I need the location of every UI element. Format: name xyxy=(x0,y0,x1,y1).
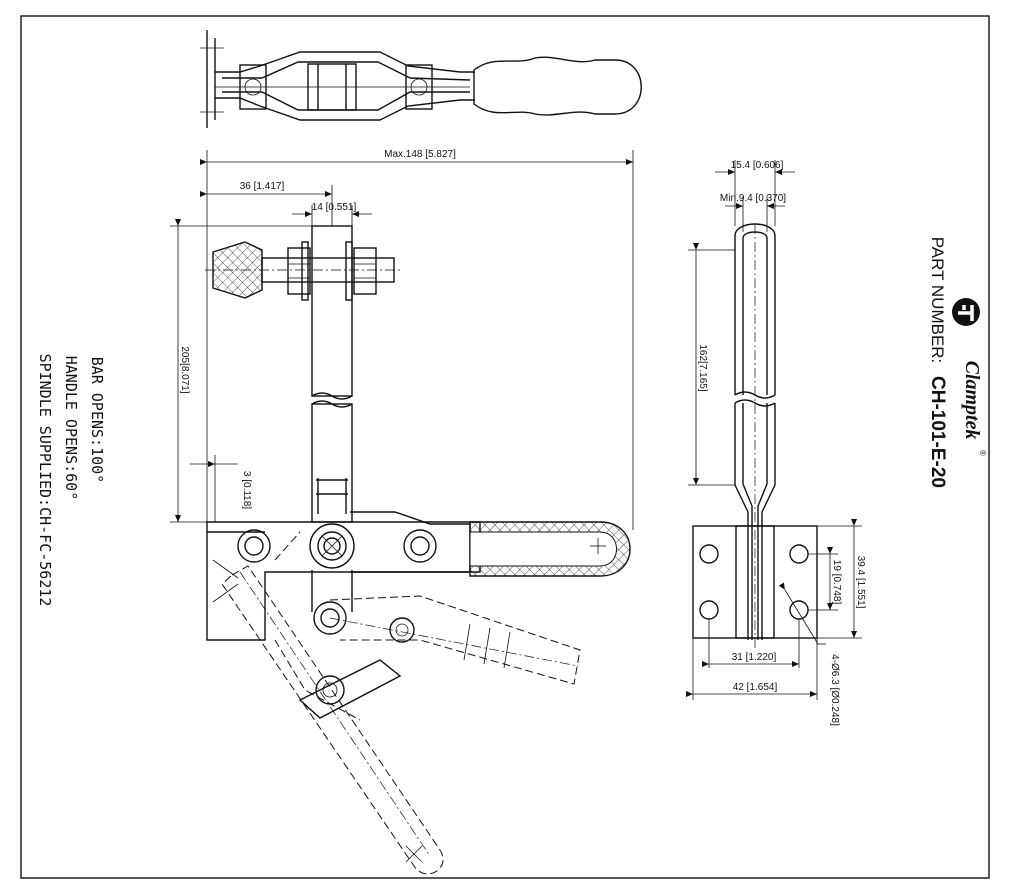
note-bar-opens: BAR OPENS:100° xyxy=(88,357,106,483)
dim-overall-length: Max.148 [5.827] xyxy=(384,149,456,160)
part-number-value: CH-101-E-20 xyxy=(927,376,948,488)
dim-bar-width: 14 [0.551] xyxy=(312,202,357,213)
dim-hole-spacing-horizontal: 31 [1.220] xyxy=(732,652,777,663)
side-view: Max.148 [5.827] 36 [1.417] 14 [0.551] 20… xyxy=(170,149,634,875)
end-view: 15.4 [0.606] Min.9.4 [0.370] 162[7.165] … xyxy=(686,160,866,726)
dim-handle-width: 15.4 [0.606] xyxy=(731,160,784,171)
part-number-label: PART NUMBER: xyxy=(928,237,947,364)
registered-mark: ® xyxy=(978,450,987,456)
note-spindle-supplied: SPINDLE SUPPLIED:CH-FC-56212 xyxy=(36,354,54,607)
drawing-border xyxy=(20,15,990,879)
dim-base-thickness: 3 [0.118] xyxy=(241,471,252,509)
brand-logo xyxy=(952,298,980,326)
dim-slot-min: Min.9.4 [0.370] xyxy=(720,193,786,204)
dim-holes: 4-Ø6.3 [Ø0.248] xyxy=(829,654,840,726)
dim-hole-spacing-vertical: 19 [0.748] xyxy=(831,560,842,605)
dim-base-height: 39.4 [1.551] xyxy=(855,556,866,609)
brand-name: Clamptek xyxy=(961,361,983,440)
top-view xyxy=(200,30,642,128)
dim-slot-length: 162[7.165] xyxy=(697,344,708,391)
note-handle-opens: HANDLE OPENS:60° xyxy=(62,356,80,501)
dim-base-width: 42 [1.654] xyxy=(733,682,778,693)
dim-bar-length: 205[8.071] xyxy=(179,346,190,393)
dim-pivot-offset: 36 [1.417] xyxy=(240,181,285,192)
